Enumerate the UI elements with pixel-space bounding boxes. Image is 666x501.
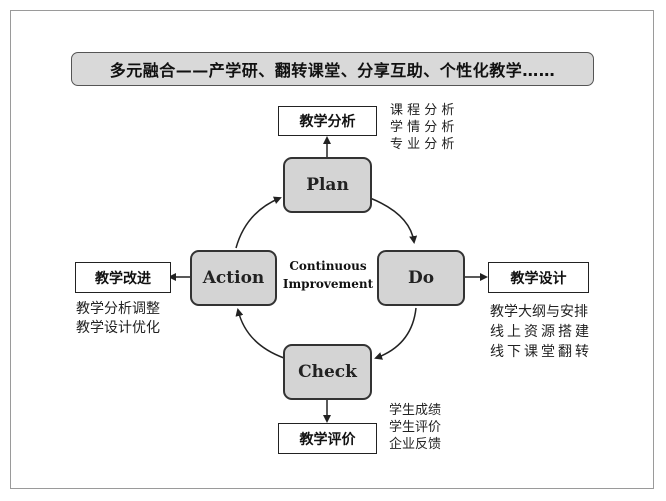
do-notes: 教学大纲与安排 线上资源搭建 线下课堂翻转 xyxy=(490,302,592,362)
center-label: Continuous Improvement xyxy=(276,257,380,293)
banner-title: 多元融合——产学研、翻转课堂、分享互助、个性化教学…… xyxy=(71,52,594,86)
do-note-1: 教学大纲与安排 xyxy=(490,304,588,320)
action-notes: 教学分析调整 教学设计优化 xyxy=(76,300,160,338)
check-note-2: 学生评价 xyxy=(389,420,442,435)
center-label-line2: Improvement xyxy=(282,277,374,291)
action-note-2: 教学设计优化 xyxy=(76,320,160,336)
plan-note-1: 课 程 分 析 xyxy=(390,103,455,118)
arc-action-to-plan xyxy=(235,196,282,249)
plan-notes: 课 程 分 析 学 情 分 析 专 业 分 析 xyxy=(390,102,454,153)
do-note-2: 线上资源搭建 xyxy=(490,324,592,340)
plan-node: Plan xyxy=(283,157,372,213)
plan-note-3: 专 业 分 析 xyxy=(390,137,455,152)
action-node: Action xyxy=(190,250,277,306)
diagram-frame xyxy=(10,10,654,489)
check-output-box: 教学评价 xyxy=(278,423,377,454)
do-node: Do xyxy=(377,250,465,306)
plan-note-2: 学 情 分 析 xyxy=(390,120,455,135)
check-node: Check xyxy=(283,344,372,400)
arc-do-to-check xyxy=(374,307,417,360)
action-output-box: 教学改进 xyxy=(75,262,171,293)
arc-check-to-action xyxy=(235,308,285,359)
action-note-1: 教学分析调整 xyxy=(76,301,160,317)
check-note-1: 学生成绩 xyxy=(389,403,442,418)
plan-output-box: 教学分析 xyxy=(278,106,377,136)
center-label-line1: Continuous xyxy=(289,259,367,273)
check-notes: 学生成绩 学生评价 企业反馈 xyxy=(389,402,441,453)
do-output-box: 教学设计 xyxy=(488,262,589,293)
check-note-3: 企业反馈 xyxy=(389,437,442,452)
do-note-3: 线下课堂翻转 xyxy=(490,344,592,360)
arc-plan-to-do xyxy=(369,197,418,244)
